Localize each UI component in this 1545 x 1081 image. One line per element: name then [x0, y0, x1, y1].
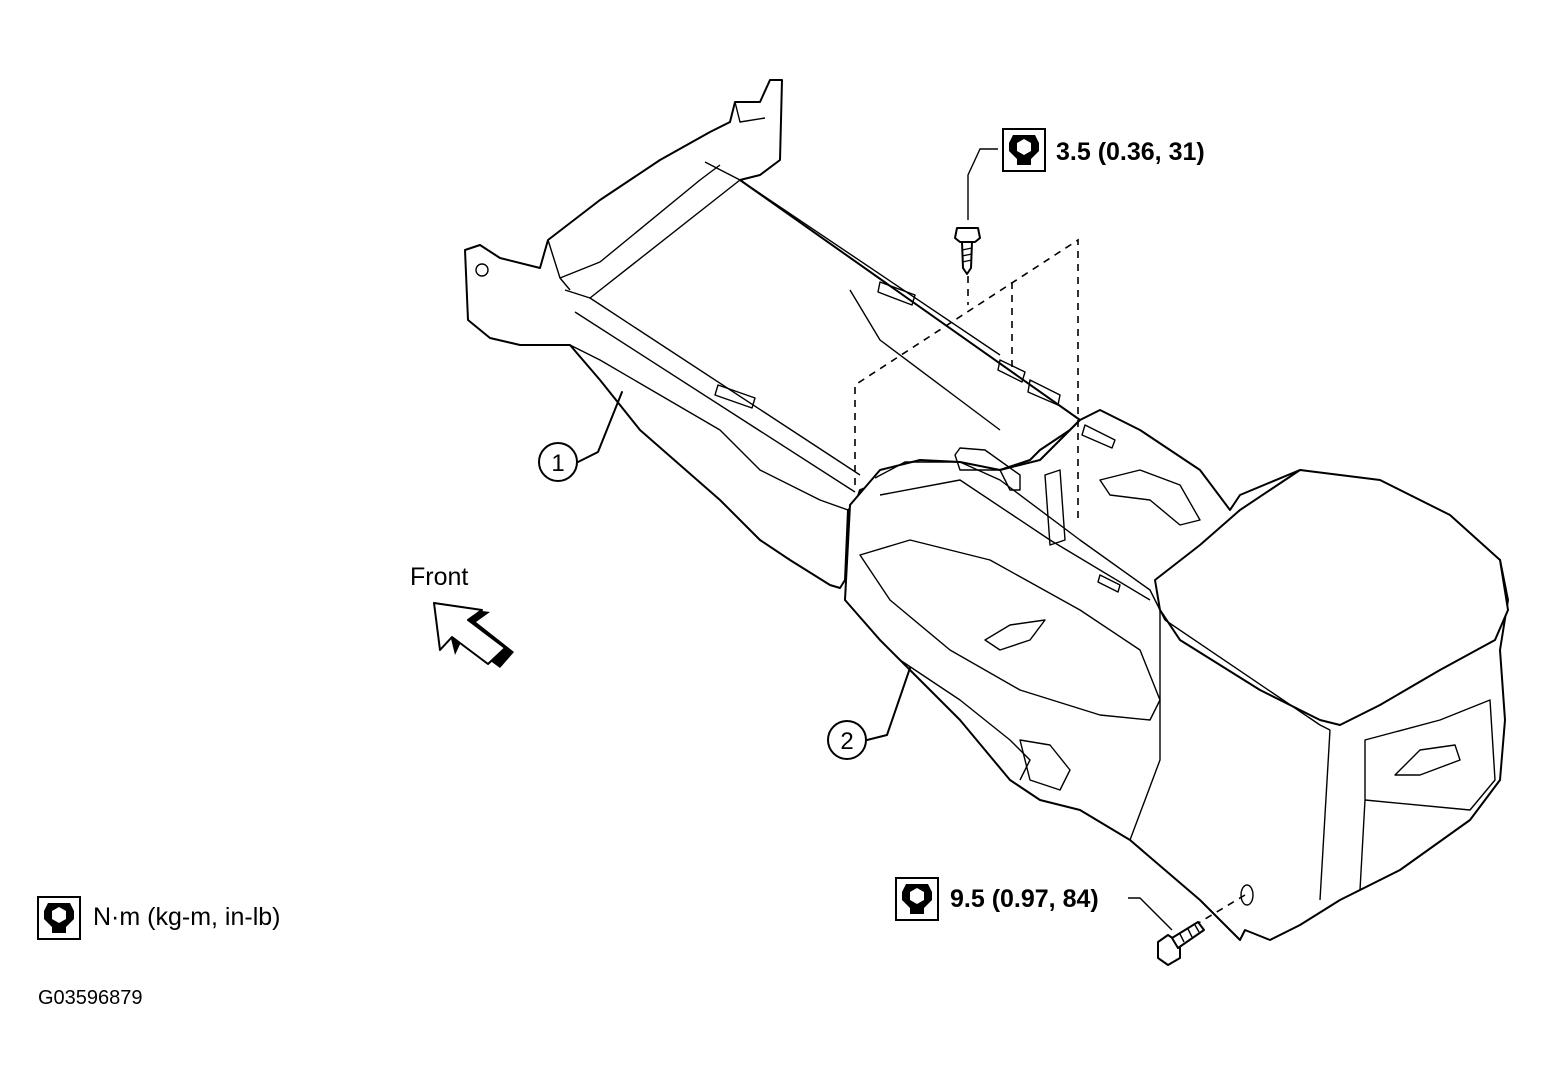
legend-units: N·m (kg-m, in-lb): [93, 903, 281, 931]
leader-upper-torque: [967, 148, 998, 220]
leader-lower-torque: [1128, 897, 1173, 931]
alignment-lines: [854, 238, 1246, 926]
torque-wrench-icon: [1002, 128, 1046, 172]
torque-value-lower: 9.5 (0.97, 84): [950, 885, 1099, 913]
console-rear-body: [844, 379, 1509, 941]
legend: N·m (kg-m, in-lb): [37, 896, 281, 940]
lower-bolt: [1157, 921, 1205, 966]
front-label: Front: [410, 563, 468, 591]
callout-part-1-number: 1: [551, 450, 564, 477]
callout-part-2-number: 2: [840, 728, 853, 755]
torque-wrench-icon: [37, 896, 81, 940]
leader-part-2: [866, 667, 911, 741]
torque-label-lower: 9.5 (0.97, 84): [895, 877, 1099, 921]
callout-part-2: 2: [827, 720, 867, 760]
torque-wrench-icon: [895, 877, 939, 921]
leader-part-1: [577, 391, 623, 463]
upper-screw: [954, 227, 981, 275]
torque-value-upper: 3.5 (0.36, 31): [1056, 138, 1205, 166]
figure-code: G03596879: [38, 987, 143, 1009]
front-arrow-icon: [433, 602, 514, 668]
torque-label-upper: 3.5 (0.36, 31): [1002, 128, 1205, 172]
callout-part-1: 1: [538, 442, 578, 482]
front-direction: Front: [410, 563, 514, 668]
